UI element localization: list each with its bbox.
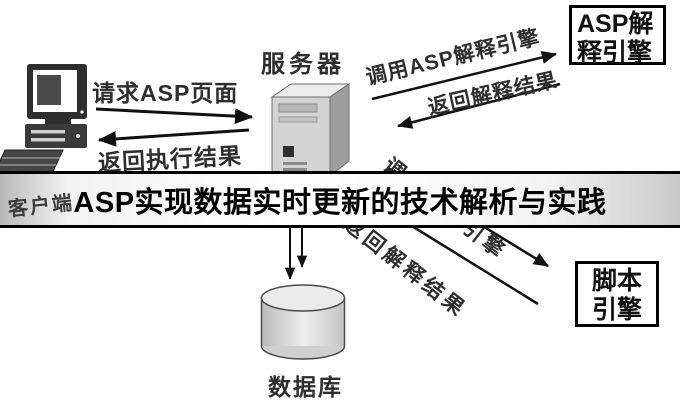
asp-engine-box: ASP解 释引擎 [569,5,666,67]
drive-bay [278,103,318,113]
server-label: 服务器 [261,51,345,78]
arrow-return-interp-top [396,82,561,129]
edge-label-request-asp: 请求ASP页面 [92,80,239,106]
arrow-return-exec [97,128,250,147]
diagram-arrows [95,51,561,306]
client-computer-icon [0,64,87,179]
title-banner: ASP实现数据实时更新的技术解析与实践 [0,171,680,228]
database-icon [260,284,346,360]
power-led [80,110,84,114]
arrow-call-asp-engine [371,51,558,101]
power-button [283,146,294,157]
screen-content [37,75,61,105]
monitor-stand [45,119,71,124]
page-title: ASP实现数据实时更新的技术解析与实践 [73,186,607,219]
script-engine-box: 脚本 引擎 [575,261,659,327]
server-icon [270,83,351,178]
arrow-request-asp [95,107,254,124]
database-label: 数据库 [268,374,343,400]
